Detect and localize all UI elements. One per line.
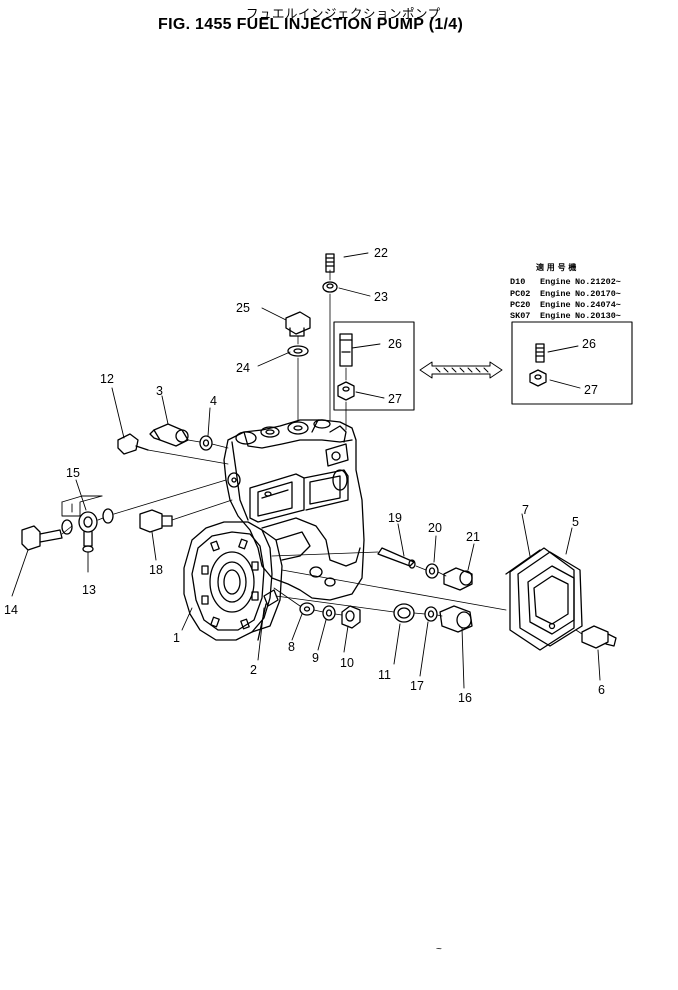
- alt-parts-box-left: [333, 321, 415, 411]
- part-15-washers: [61, 508, 114, 535]
- callout-19: 19: [388, 511, 402, 525]
- part-11-oring: [393, 603, 415, 623]
- part-26-in-box: [339, 333, 353, 367]
- part-9-washer: [322, 605, 336, 621]
- callout-9: 9: [312, 651, 319, 665]
- part-27-right: [529, 369, 547, 387]
- part-16-bolt: [439, 605, 473, 633]
- table-row-number: No.20130~: [575, 311, 621, 321]
- table-row-label: Engine: [540, 277, 571, 287]
- pump-housing: [223, 419, 365, 601]
- part-10-nut: [341, 605, 361, 629]
- part-18-plug: [139, 509, 173, 533]
- part-14-bolt: [21, 525, 63, 551]
- page-mark: ~: [436, 944, 442, 955]
- table-row-number: No.20170~: [575, 289, 621, 299]
- callout-6: 6: [598, 683, 605, 697]
- part-21-bolt: [443, 567, 473, 591]
- part-3-fitting: [149, 423, 189, 447]
- assembly-lines: [61, 269, 583, 635]
- table-row-model: SK07: [510, 311, 530, 321]
- equivalence-arrow: [419, 361, 503, 379]
- callout-26-right: 26: [582, 337, 596, 351]
- callout-27-right: 27: [584, 383, 598, 397]
- callout-21: 21: [466, 530, 480, 544]
- part-26-right: [535, 343, 545, 363]
- part-24-washer: [287, 345, 309, 357]
- callout-25: 25: [236, 301, 250, 315]
- callout-24: 24: [236, 361, 250, 375]
- callout-13: 13: [82, 583, 96, 597]
- callout-14: 14: [4, 603, 18, 617]
- callout-labels: 1 2 3 4 5 6 7 8 9 10 11 12 13 14 15 16 1…: [4, 246, 605, 705]
- callout-17: 17: [410, 679, 424, 693]
- part-23-nut: [322, 281, 338, 293]
- part-22-stud: [325, 253, 335, 273]
- part-13-banjo: [78, 511, 98, 553]
- part-25-plug: [285, 311, 311, 337]
- table-row-label: Engine: [540, 300, 571, 310]
- part-20-washer: [425, 563, 439, 579]
- table-row-model: PC20: [510, 300, 530, 310]
- callout-11: 11: [378, 668, 391, 682]
- callout-15: 15: [66, 466, 80, 480]
- table-row-label: Engine: [540, 311, 571, 321]
- part-4-washer: [199, 435, 213, 451]
- callout-27-left: 27: [388, 392, 402, 406]
- table-row-label: Engine: [540, 289, 571, 299]
- table-row-model: D10: [510, 277, 525, 287]
- part-5-cover: [517, 551, 583, 647]
- callout-10: 10: [340, 656, 354, 670]
- table-header: 適 用 号 機: [536, 262, 576, 272]
- callout-7: 7: [522, 503, 529, 517]
- part-7-gasket: [505, 547, 575, 651]
- applicability-table: 適 用 号 機 D10 Engine No.21202~ PC02 Engine…: [510, 262, 621, 321]
- part-12-screw: [117, 433, 149, 455]
- figure-title: FIG. 1455 FUEL INJECTION PUMP (1/4): [158, 16, 464, 33]
- callout-2: 2: [250, 663, 257, 677]
- callout-5: 5: [572, 515, 579, 529]
- part-6-screw: [581, 625, 617, 649]
- callout-8: 8: [288, 640, 295, 654]
- alt-parts-box-right: [511, 321, 633, 405]
- leader-lines: [11, 252, 601, 689]
- table-row-model: PC02: [510, 289, 530, 299]
- callout-22: 22: [374, 246, 388, 260]
- callout-18: 18: [149, 563, 163, 577]
- callout-20: 20: [428, 521, 442, 535]
- table-row-number: No.21202~: [575, 277, 621, 287]
- table-row-number: No.24074~: [575, 300, 621, 310]
- callout-16: 16: [458, 691, 472, 705]
- callout-23: 23: [374, 290, 388, 304]
- part-17-washer: [424, 606, 438, 622]
- part-19-pin: [377, 547, 416, 569]
- callout-12: 12: [100, 372, 114, 386]
- flange-plate: [183, 521, 283, 641]
- callout-26-left: 26: [388, 337, 402, 351]
- callout-4: 4: [210, 394, 217, 408]
- part-27-in-box: [337, 381, 355, 401]
- title-japanese: フュエルインジェクションポンプ: [246, 6, 441, 21]
- callout-1: 1: [173, 631, 180, 645]
- callout-3: 3: [156, 384, 163, 398]
- part-8-washer: [299, 602, 315, 616]
